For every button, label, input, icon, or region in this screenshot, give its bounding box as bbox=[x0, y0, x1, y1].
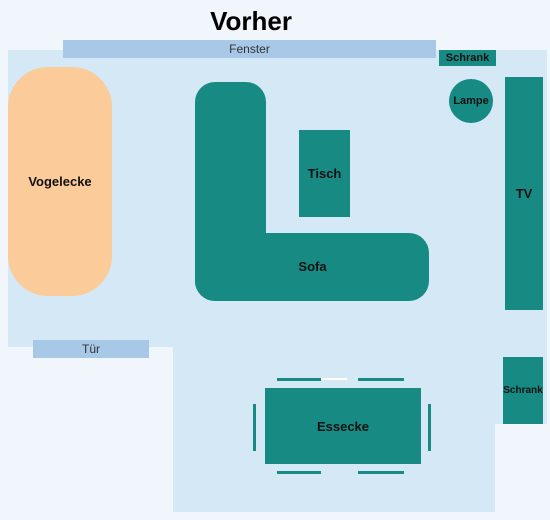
cabinet-top: Schrank bbox=[439, 50, 496, 66]
dining-chair bbox=[358, 378, 404, 381]
door: Tür bbox=[33, 340, 149, 358]
dining-chair bbox=[277, 471, 321, 474]
dining-chair bbox=[321, 378, 347, 380]
dining-chair bbox=[428, 404, 431, 451]
dining-chair bbox=[358, 471, 404, 474]
coffee-table: Tisch bbox=[299, 130, 350, 217]
plan-title: Vorher bbox=[210, 6, 292, 36]
cabinet-bottom: Schrank bbox=[503, 357, 543, 424]
lamp: Lampe bbox=[449, 79, 493, 123]
bird-corner: Vogelecke bbox=[8, 67, 112, 296]
sofa-seat bbox=[195, 233, 429, 301]
sofa-label: Sofa bbox=[298, 259, 327, 274]
dining-chair bbox=[253, 404, 256, 451]
dining-chair bbox=[277, 378, 321, 381]
dining-table: Essecke bbox=[265, 388, 421, 464]
tv: TV bbox=[505, 77, 543, 310]
window: Fenster bbox=[63, 40, 436, 58]
